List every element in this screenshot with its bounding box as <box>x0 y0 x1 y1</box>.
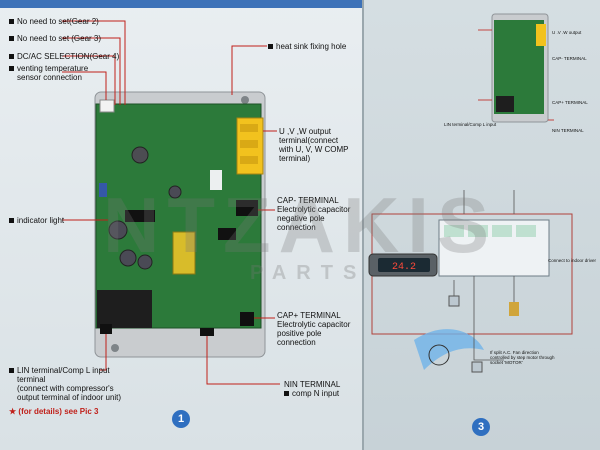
capacitor <box>168 185 182 199</box>
pcb-board <box>95 103 262 329</box>
bullet-icon <box>9 368 14 374</box>
capacitor <box>137 254 153 270</box>
label-nin: NIN TERMINAL comp N input <box>284 380 341 398</box>
page-number-badge-right: 3 <box>472 418 490 436</box>
relay <box>97 290 152 328</box>
label-gear4: DC/AC SELECTION(Gear 4) <box>9 52 119 61</box>
page-divider <box>362 0 364 450</box>
star-icon: ★ <box>9 407 19 416</box>
right-label-uvw: U .V .W output <box>552 30 582 35</box>
bullet-icon <box>268 44 273 50</box>
right-page-drawing: 24.2 <box>368 13 573 373</box>
label-gear2: No need to set(Gear 2) <box>9 17 99 26</box>
page-number-badge-left: 1 <box>172 410 190 428</box>
label-indicator: indicator light <box>9 216 64 225</box>
bullet-icon <box>9 54 14 60</box>
display-readout: 24.2 <box>392 262 416 273</box>
mount-hole-top <box>241 96 249 104</box>
label-cap-minus: CAP- TERMINAL Electrolytic capacitor neg… <box>277 196 351 232</box>
bullet-icon <box>9 218 14 224</box>
label-lin: LIN terminal/Comp L input terminal (conn… <box>9 366 121 402</box>
right-label-cap-minus: CAP- TERMINAL <box>552 56 587 61</box>
watermark-sub: PARTS <box>250 262 367 284</box>
label-cap-plus: CAP+ TERMINAL Electrolytic capacitor pos… <box>277 311 351 347</box>
capacitor <box>131 146 149 164</box>
right-label-indoor: Connect to indoor driver <box>548 258 597 263</box>
cap-minus-terminal <box>236 200 258 216</box>
bullet-icon <box>9 36 14 42</box>
details-note: ★ (for details) see Pic 3 <box>9 407 99 416</box>
lin-terminal <box>100 324 112 334</box>
top-accent-bar <box>0 0 362 8</box>
ic-chip <box>125 210 155 222</box>
nin-terminal <box>200 328 214 336</box>
bullet-icon <box>284 391 289 397</box>
label-gear3: No need to set (Gear 3) <box>9 34 101 43</box>
label-uvw: U ,V ,W output terminal(connect with U, … <box>279 127 349 163</box>
capacitor <box>108 220 128 240</box>
transformer <box>172 231 196 275</box>
cap-plus-terminal <box>240 312 254 326</box>
sensor-connector <box>99 99 115 113</box>
capacitor <box>119 249 137 267</box>
watermark-main: NTZAKIS <box>103 181 497 269</box>
fan-airflow-icon <box>414 329 484 370</box>
label-venting: venting temperature sensor connection <box>9 64 88 82</box>
left-page-drawing <box>62 20 280 385</box>
bullet-icon <box>9 19 14 25</box>
label-heat-sink: heat sink fixing hole <box>268 42 346 51</box>
ic-chip <box>218 228 236 240</box>
right-label-nin: NIN TERMINAL <box>552 128 584 133</box>
right-label-fan-direction: If split A.C. Fan direction controlled b… <box>490 350 555 365</box>
right-label-cap-plus: CAP+ TERMINAL <box>552 100 588 105</box>
bullet-icon <box>9 66 14 72</box>
mount-hole-bottom <box>111 344 119 352</box>
right-label-lin: LIN terminal/Comp L input <box>444 122 497 127</box>
